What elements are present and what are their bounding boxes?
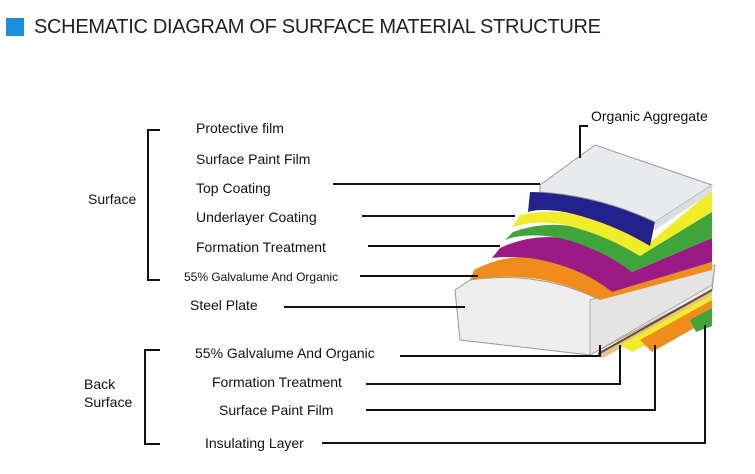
magenta-layer [492, 236, 712, 292]
protective-film-layer [539, 144, 714, 223]
label-underlayer-coating: Underlayer Coating [196, 209, 317, 225]
label-top-coating: Top Coating [196, 180, 271, 196]
galvalume-back-leader [400, 345, 601, 357]
label-insulating-layer: Insulating Layer [205, 435, 304, 451]
label-surface-paint-film: Surface Paint Film [196, 151, 311, 167]
paint-back-leader [366, 345, 656, 411]
label-organic-aggregate: Organic Aggregate [591, 108, 708, 124]
back-bracket [144, 349, 160, 445]
blue-top-layer [528, 192, 655, 246]
back-label-line1: Back [84, 376, 116, 392]
label-formation-treatment-back: Formation Treatment [212, 374, 342, 390]
protective-film-side [655, 185, 712, 230]
title-bar: SCHEMATIC DIAGRAM OF SURFACE MATERIAL ST… [0, 14, 601, 40]
organic-aggregate-leader [579, 125, 588, 158]
label-galvalume-back: 55% Galvalume And Organic [195, 345, 375, 361]
label-protective-film: Protective film [196, 120, 284, 136]
back-leaders [144, 325, 706, 445]
label-formation-treatment: Formation Treatment [196, 239, 326, 255]
orange-layer [470, 256, 712, 300]
back-surface-group-label: Back Surface [84, 375, 132, 411]
back-yellow-layer [620, 295, 712, 352]
green-layer [505, 210, 712, 272]
back-green-layer [690, 308, 712, 332]
back-orange-layer [640, 300, 712, 352]
insulating-leader [322, 325, 706, 444]
label-steel-plate: Steel Plate [190, 297, 258, 313]
yellow-layer [512, 190, 712, 256]
surface-group-label: Surface [88, 191, 137, 207]
back-label-line2: Surface [84, 394, 133, 410]
surface-bracket [147, 129, 160, 281]
formation-back-leader [366, 345, 621, 385]
title-accent-square [6, 18, 24, 36]
back-edge-line [597, 289, 713, 355]
surface-leaders [147, 125, 588, 308]
page-title: SCHEMATIC DIAGRAM OF SURFACE MATERIAL ST… [34, 15, 601, 38]
label-galvalume-top: 55% Galvalume And Organic [184, 270, 339, 284]
label-surface-paint-film-back: Surface Paint Film [219, 402, 334, 418]
